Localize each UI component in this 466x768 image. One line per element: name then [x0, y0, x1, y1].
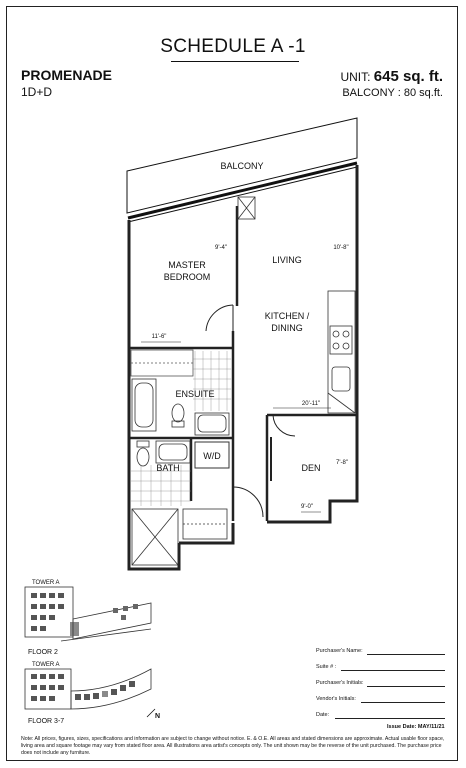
north-arrow-icon [146, 708, 156, 718]
window-wall [127, 161, 358, 223]
label-den: DEN [301, 463, 320, 473]
label-living: LIVING [272, 255, 302, 265]
unit-area-line: UNIT: 645 sq. ft. [340, 68, 443, 85]
mechanical-shaft [237, 196, 256, 220]
balcony-area-line: BALCONY : 80 sq.ft. [342, 87, 443, 99]
ensuite-fixtures [131, 351, 231, 436]
label-kitchen-1: KITCHEN / [265, 311, 310, 321]
vendor-initials-label: Vendor's Initials: [316, 696, 356, 702]
interior-walls [129, 206, 357, 521]
project-name: PROMENADE [21, 67, 113, 83]
title-underline [171, 61, 299, 62]
dim-master-width: 9'-4" [215, 245, 227, 251]
label-master-1: MASTER [168, 260, 206, 270]
closet-master [130, 349, 194, 377]
purchaser-initials-label: Purchaser's Initials: [316, 680, 364, 686]
date-line[interactable] [335, 718, 445, 719]
issue-date-label: Issue Date: [387, 724, 417, 730]
floor-3-7-label: FLOOR 3-7 [28, 718, 65, 725]
purchaser-initials-line[interactable] [367, 686, 445, 687]
balcony-area [126, 117, 358, 214]
schedule-title: SCHEDULE A -1 [160, 36, 306, 57]
dim-kitchen-depth: 20'-11" [302, 401, 320, 407]
entry-closet [182, 508, 228, 540]
exterior-walls [127, 165, 359, 571]
purchaser-name-line[interactable] [367, 654, 445, 655]
disclaimer-note: Note: All prices, figures, sizes, specif… [21, 736, 445, 756]
key-plan-tower-label-2: TOWER A [32, 662, 60, 668]
label-kitchen-2: DINING [271, 323, 303, 333]
dim-living-width: 10'-8" [333, 245, 348, 251]
purchaser-name-label: Purchaser's Name: [316, 648, 363, 654]
issue-date-value: MAY/11/21 [417, 724, 445, 730]
unit-area: 645 sq. ft. [373, 68, 443, 85]
dimension-lines [141, 341, 331, 513]
date-label: Date: [316, 712, 330, 718]
floor-2-label: FLOOR 2 [28, 649, 58, 656]
dim-master-depth: 11'-6" [152, 334, 167, 340]
north-label: N [155, 713, 161, 720]
door-swings [205, 304, 296, 518]
kitchen-counter [327, 290, 356, 414]
key-plan-tower-label-1: TOWER A [32, 580, 60, 586]
issue-date: Issue Date: MAY/11/21 [387, 724, 445, 730]
label-master-2: BEDROOM [164, 272, 211, 282]
label-ensuite: ENSUITE [175, 389, 214, 399]
schedule-sheet: BALCONY MASTER BEDROOM LIVING KITCHEN / … [6, 6, 458, 761]
dim-den-width: 9'-0" [301, 504, 313, 510]
bath-fixtures [131, 440, 191, 506]
label-bath: BATH [156, 463, 179, 473]
label-balcony: BALCONY [220, 161, 263, 171]
vendor-initials-line[interactable] [361, 702, 445, 703]
dim-den-depth: 7'-8" [336, 460, 348, 466]
washer-dryer [194, 441, 230, 469]
floor-plan-drawing: BALCONY MASTER BEDROOM LIVING KITCHEN / … [24, 117, 359, 718]
key-plan-floor-2: TOWER A [24, 580, 152, 642]
unit-prefix: UNIT: [340, 70, 371, 84]
label-wd: W/D [203, 451, 221, 461]
suite-line[interactable] [341, 670, 445, 671]
key-plan-floor-3-7: TOWER A [24, 662, 152, 710]
suite-label: Suite # : [316, 664, 337, 670]
shower [131, 508, 179, 566]
unit-type: 1D+D [21, 85, 53, 99]
